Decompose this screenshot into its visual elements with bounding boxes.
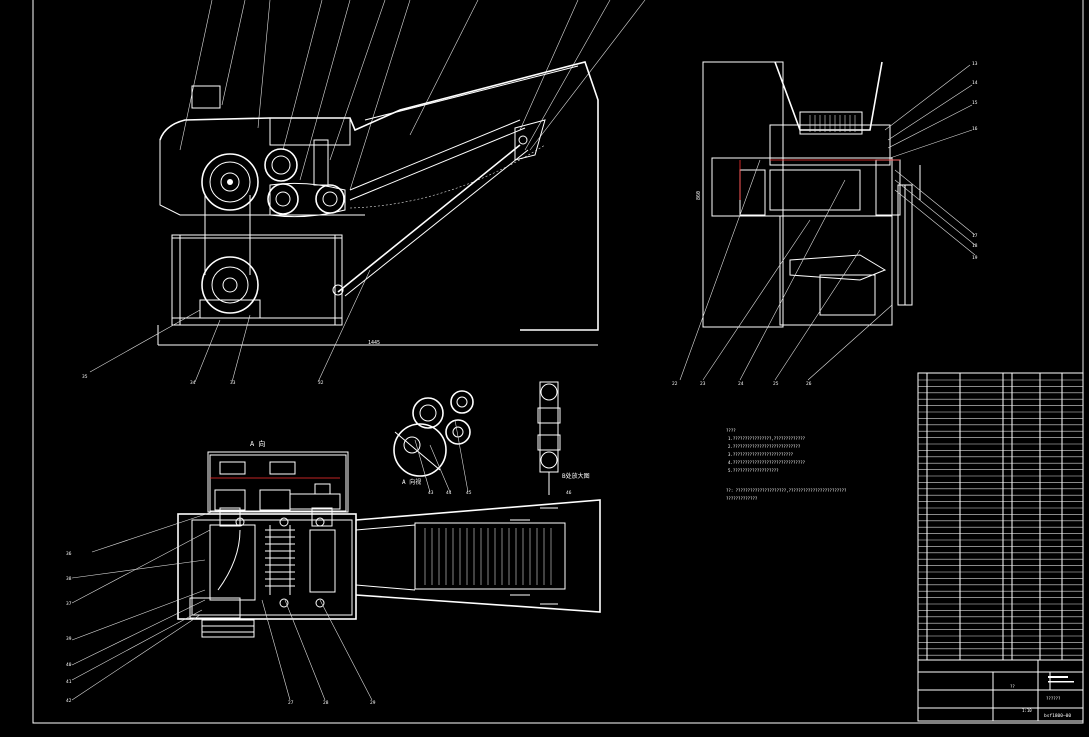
callout-right-bottom: 25 [773,381,779,387]
notes-line-1: 1.????????????????,????????????? [728,436,806,441]
side-view: 860 [679,61,976,381]
callout-right: 17 [972,233,978,239]
callout-right: 15 [972,100,978,106]
notes-title: ???? [726,428,736,433]
callout-bottom-left: 34 [190,380,196,386]
height-dim-label: 860 [696,191,702,200]
top-plan-view: A 向 [71,439,601,701]
a-view-label: A 向 [250,439,265,448]
notes-line-4: 4.?????????????????????????????? [728,460,806,465]
callout-right: 19 [972,255,978,261]
callout-right: 13 [972,61,978,67]
callout-right: 16 [972,126,978,132]
callout-gear: 46 [566,490,572,496]
notes-line-2: 2.???????????????????????????? [728,444,801,449]
callout-lower-left: 36 [66,551,72,557]
callout-lower-left: 39 [66,636,72,642]
b-view-label: B处放大图 [562,472,590,480]
notes-line-5: 5.??????????????????? [728,468,779,473]
width-dim-label: 1445 [368,340,380,346]
notes-line-7: ????????????? [726,496,758,501]
drawing-number: bsf1800—00 [1044,713,1071,719]
callout-right-bottom: 24 [738,381,744,387]
title-block-sign: ?? [1010,684,1015,689]
callout-lower-left: 38 [66,576,72,582]
callout-gear: 44 [446,490,452,496]
callout-lower-left: 41 [66,679,72,685]
callout-right-bottom: 26 [806,381,812,387]
front-view: 1445 [89,0,646,383]
callout-right: 18 [972,243,978,249]
callout-bottom-left: 32 [318,380,324,386]
callout-right-bottom: 22 [672,381,678,387]
technical-notes: ???? 1.????????????????,????????????? 2.… [726,428,847,501]
title-block-top-right: ?????? [1046,696,1061,701]
callout-lower-bottom: 28 [323,700,329,706]
callout-right-bottom: 23 [700,381,706,387]
callout-bottom-left: 35 [82,374,88,380]
callout-gear: 43 [428,490,434,496]
callout-lower-left: 40 [66,662,72,668]
bom-rows [918,379,1083,656]
callout-lower-bottom: 29 [370,700,376,706]
callout-gear: 45 [466,490,472,496]
gear-detail: A 向视 [393,390,474,493]
callout-bottom-left: 33 [230,380,236,386]
b-detail: B处放大图 [537,381,590,495]
notes-line-6: ??: ?????????????????????,??????????????… [726,488,847,493]
callout-lower-left: 42 [66,698,72,704]
scale-label: 1:10 [1022,708,1032,713]
bill-of-materials: ?????? ?? 1:10 bsf1800—00 [917,372,1084,722]
notes-line-3: 3.????????????????????????? [728,452,794,457]
callout-lower-bottom: 27 [288,700,294,706]
callout-lower-left: 37 [66,601,72,607]
a-view-lower-label: A 向视 [402,478,421,486]
callout-numbers: 35 34 33 32 13 14 15 16 17 18 19 22 23 24 25 26 36 37 38 39… [66,61,978,706]
callout-right: 14 [972,80,978,86]
